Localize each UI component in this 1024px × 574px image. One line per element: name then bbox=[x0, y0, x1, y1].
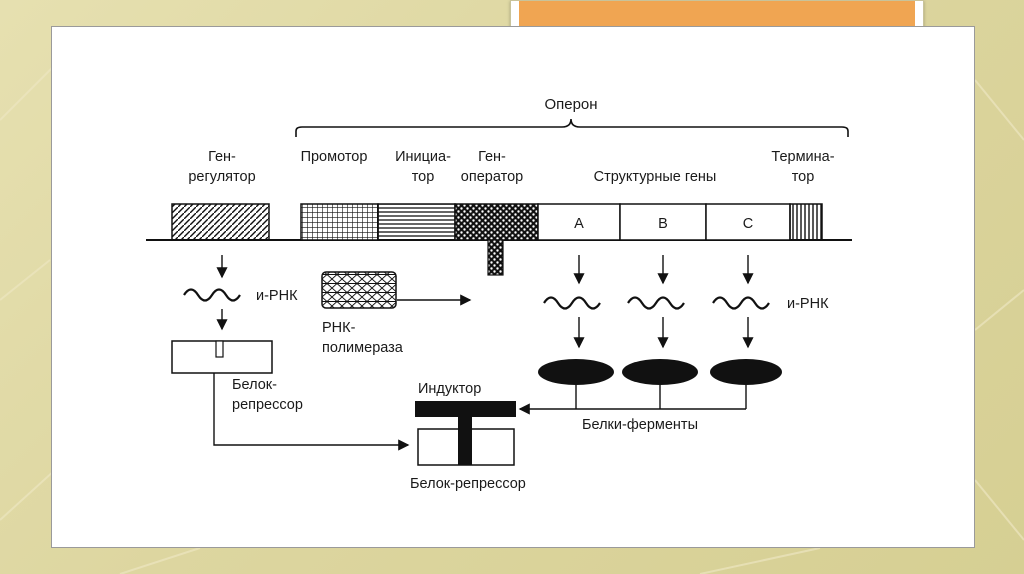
gene-a-block bbox=[537, 203, 621, 241]
mrna-c-wave bbox=[712, 296, 770, 310]
terminator-block bbox=[789, 203, 823, 241]
enzymes-connector bbox=[575, 385, 747, 410]
arrow-repressor-to-complex bbox=[213, 373, 410, 451]
enzyme-c bbox=[710, 359, 782, 385]
lac-operon-diagram: Оперон Ген- регулятор Промотор Инициа- т… bbox=[146, 96, 852, 492]
initiator-label-1: Инициа- bbox=[395, 149, 451, 165]
mrna-b-wave bbox=[627, 296, 685, 310]
gene-a-label: A bbox=[574, 216, 584, 232]
repressor-bottom-label: Белок-репрессор bbox=[410, 476, 526, 492]
initiator-label-2: тор bbox=[412, 169, 435, 185]
regulator-gene-block bbox=[171, 203, 270, 241]
gene-c-block bbox=[705, 203, 791, 241]
gene-b-block bbox=[619, 203, 707, 241]
enzymes-label: Белки-ферменты bbox=[582, 417, 698, 433]
mrna-right-label: и-РНК bbox=[787, 296, 829, 312]
operator-block bbox=[454, 203, 539, 241]
rna-polymerase-label-1: РНК- bbox=[322, 320, 356, 336]
operon-brace bbox=[295, 118, 849, 137]
repressor-left-label-1: Белок- bbox=[232, 377, 277, 393]
diagram-panel: Оперон Ген- регулятор Промотор Инициа- т… bbox=[51, 26, 975, 548]
operator-gene-label-2: оператор bbox=[461, 169, 523, 185]
operon-label: Оперон bbox=[544, 96, 597, 113]
enzyme-b bbox=[622, 359, 698, 385]
gene-c-label: C bbox=[743, 216, 753, 232]
terminator-label-2: тор bbox=[792, 169, 815, 185]
enzyme-a bbox=[538, 359, 614, 385]
repressor-left-notch bbox=[215, 340, 224, 358]
mrna-left-label: и-РНК bbox=[256, 288, 298, 304]
promoter-block bbox=[300, 203, 379, 241]
structural-genes-label: Структурные гены bbox=[594, 169, 717, 185]
operator-gene-label-1: Ген- bbox=[478, 149, 506, 165]
mrna-left-wave bbox=[183, 288, 241, 302]
initiator-block bbox=[377, 203, 456, 241]
inductor-bar bbox=[415, 401, 516, 417]
gene-b-label: B bbox=[658, 216, 668, 232]
rna-polymerase-label-2: полимераза bbox=[322, 340, 404, 356]
regulator-gene-label-1: Ген- bbox=[208, 149, 236, 165]
repressor-left-label-2: репрессор bbox=[232, 397, 303, 413]
promoter-label: Промотор bbox=[301, 149, 368, 165]
terminator-label-1: Термина- bbox=[771, 149, 834, 165]
mrna-a-wave bbox=[543, 296, 601, 310]
inductor-stem bbox=[458, 417, 472, 465]
operator-stem bbox=[487, 239, 504, 276]
inductor-label: Индуктор bbox=[418, 381, 481, 397]
rna-polymerase-block bbox=[321, 271, 397, 309]
regulator-gene-label-2: регулятор bbox=[188, 169, 255, 185]
